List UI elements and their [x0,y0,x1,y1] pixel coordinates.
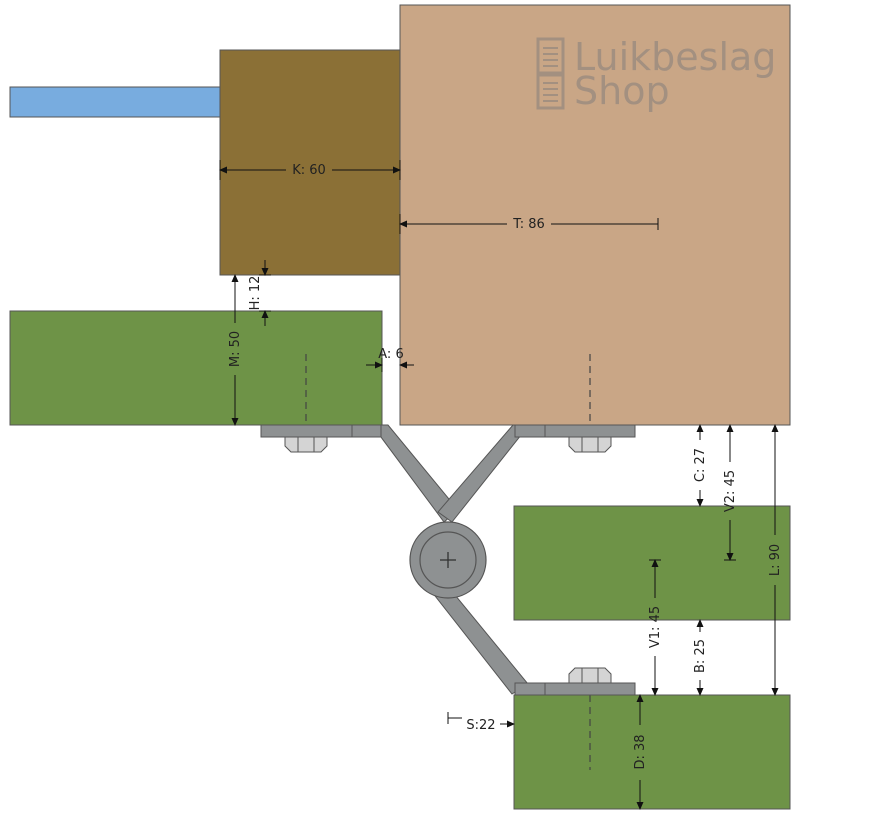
dim-t-label: T: 86 [512,217,545,232]
hinge-arms [371,424,531,695]
logo-line2: Shop [574,69,670,113]
dim-h [259,260,271,326]
dim-m-label: M: 50 [228,331,243,367]
hinge-plate-right [514,424,636,438]
nut-right [568,436,612,453]
green-block-middle [513,505,791,621]
dim-v2 [724,424,736,561]
nut-left [284,436,328,453]
logo-icon [536,37,565,110]
hinge-plate-left [260,424,382,438]
screw-center-lines [305,354,591,770]
dim-h-label: H: 12 [248,276,263,311]
dim-k-label: K: 60 [292,163,326,178]
luikbeslag-shop-logo: Luikbeslag Shop [536,35,776,113]
nut-bottom [568,667,612,684]
dim-t [399,214,659,234]
hinge-plate-bottom [514,682,636,696]
green-block-bottom [513,694,791,810]
dim-s-label: S:22 [466,718,495,733]
dim-v1-label: V1: 45 [648,606,663,648]
dim-a [366,358,414,372]
dim-v2-label: V2: 45 [723,470,738,512]
dim-a-label: A: 6 [378,347,403,362]
hinge-pivot [409,521,487,599]
dim-v1 [649,559,661,696]
logo-line1: Luikbeslag [574,35,776,79]
frame-block [399,4,791,426]
wall-block [219,49,401,276]
dim-b-label: B: 25 [693,639,708,673]
glass-panel [9,86,223,118]
dim-d-label: D: 38 [633,734,648,769]
dim-s [447,712,515,728]
dim-c-label: C: 27 [693,448,708,482]
dim-k [219,160,401,180]
dim-l-label: L: 90 [768,544,783,576]
green-block-left [9,310,383,426]
